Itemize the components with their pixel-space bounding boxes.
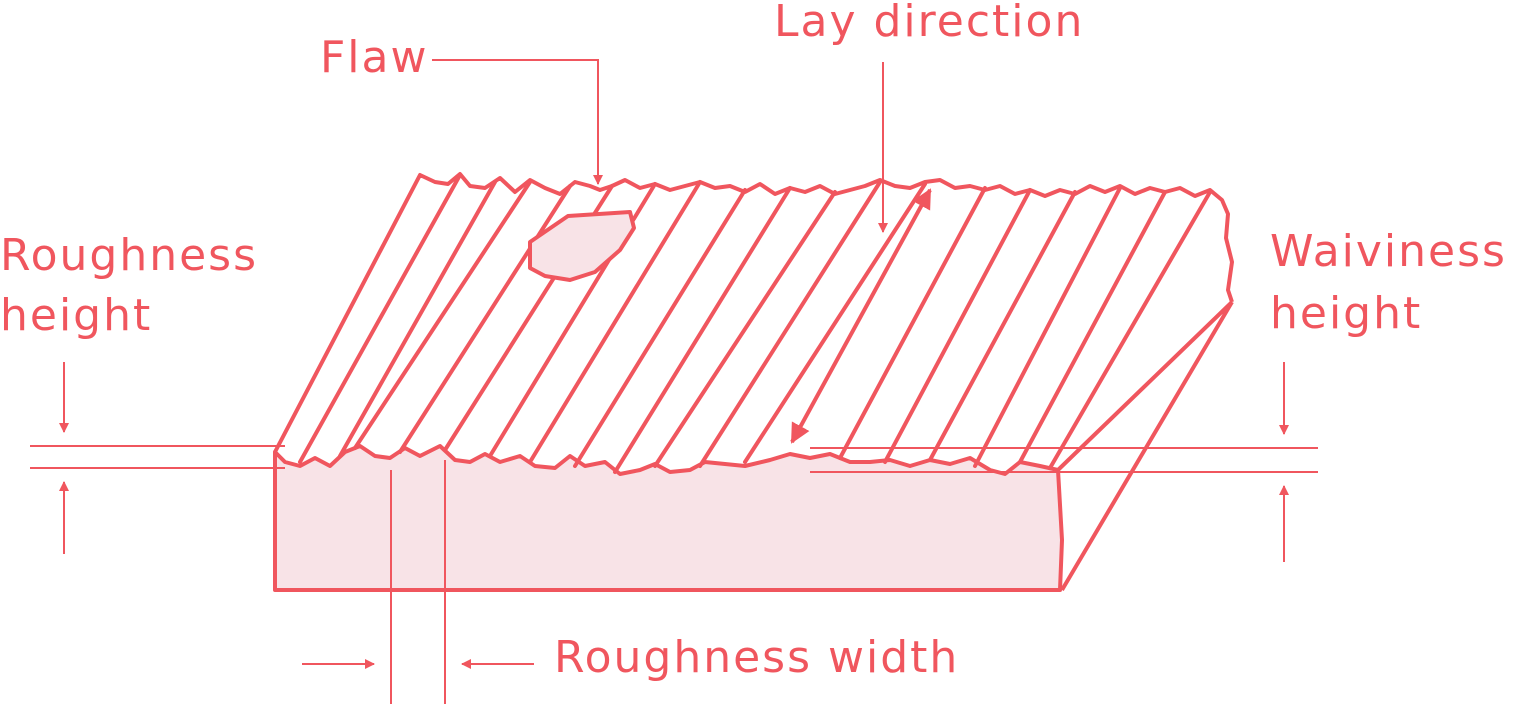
roughness-width-dimension [302, 460, 534, 704]
flaw-shape [528, 210, 636, 282]
roughness-height-label-line1: Roughness [0, 230, 259, 281]
waviness-height-label-line1: Waiviness [1270, 226, 1507, 277]
roughness-height-dimension [30, 362, 285, 554]
flaw-leader [432, 59, 603, 185]
lay-direction-label: Lay direction [774, 0, 1085, 47]
waviness-height-dimension [810, 362, 1318, 562]
flaw-label: Flaw [320, 32, 429, 83]
roughness-height-label-line2: height [0, 290, 153, 341]
roughness-width-label: Roughness width [554, 632, 960, 683]
waviness-height-label-line2: height [1270, 288, 1423, 339]
block-front-face [273, 444, 1064, 592]
block-side-face [1056, 300, 1234, 592]
lay-direction-arrow [790, 188, 932, 444]
